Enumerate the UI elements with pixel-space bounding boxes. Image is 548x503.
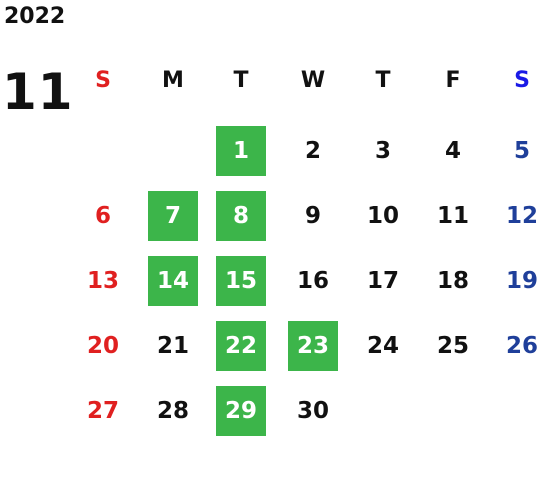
day-cell: 8: [216, 191, 266, 241]
day-cell: 9: [304, 203, 321, 229]
day-cell: 24: [366, 333, 399, 359]
day-cell: 21: [156, 333, 189, 359]
month-label: 11: [2, 63, 74, 121]
day-cell: 23: [288, 321, 338, 371]
weekday-wed: W: [300, 68, 326, 93]
weekday-tue: T: [233, 68, 249, 93]
day-cell: 25: [436, 333, 469, 359]
day-cell: 30: [296, 398, 329, 424]
weekday-mon: M: [162, 68, 184, 93]
weekday-sun: S: [95, 68, 111, 93]
year-label: 2022: [4, 4, 66, 29]
day-cell: 11: [436, 203, 469, 229]
day-cell: 6: [94, 203, 111, 229]
day-cell: 28: [156, 398, 189, 424]
day-cell: 22: [216, 321, 266, 371]
day-cell: 16: [296, 268, 329, 294]
day-cell: 14: [148, 256, 198, 306]
day-cell: 1: [216, 126, 266, 176]
weekday-sat: S: [514, 68, 530, 93]
day-cell: 26: [505, 333, 538, 359]
day-cell: 10: [366, 203, 399, 229]
day-cell: 4: [444, 138, 461, 164]
weekday-thu: T: [375, 68, 391, 93]
day-cell: 15: [216, 256, 266, 306]
weekday-fri: F: [445, 68, 461, 93]
day-cell: 3: [374, 138, 391, 164]
day-cell: 17: [366, 268, 399, 294]
day-cell: 7: [148, 191, 198, 241]
day-cell: 29: [216, 386, 266, 436]
day-cell: 5: [513, 138, 530, 164]
day-cell: 2: [304, 138, 321, 164]
day-cell: 12: [505, 203, 538, 229]
day-cell: 27: [86, 398, 119, 424]
day-cell: 20: [86, 333, 119, 359]
day-cell: 13: [86, 268, 119, 294]
day-cell: 18: [436, 268, 469, 294]
day-cell: 19: [505, 268, 538, 294]
